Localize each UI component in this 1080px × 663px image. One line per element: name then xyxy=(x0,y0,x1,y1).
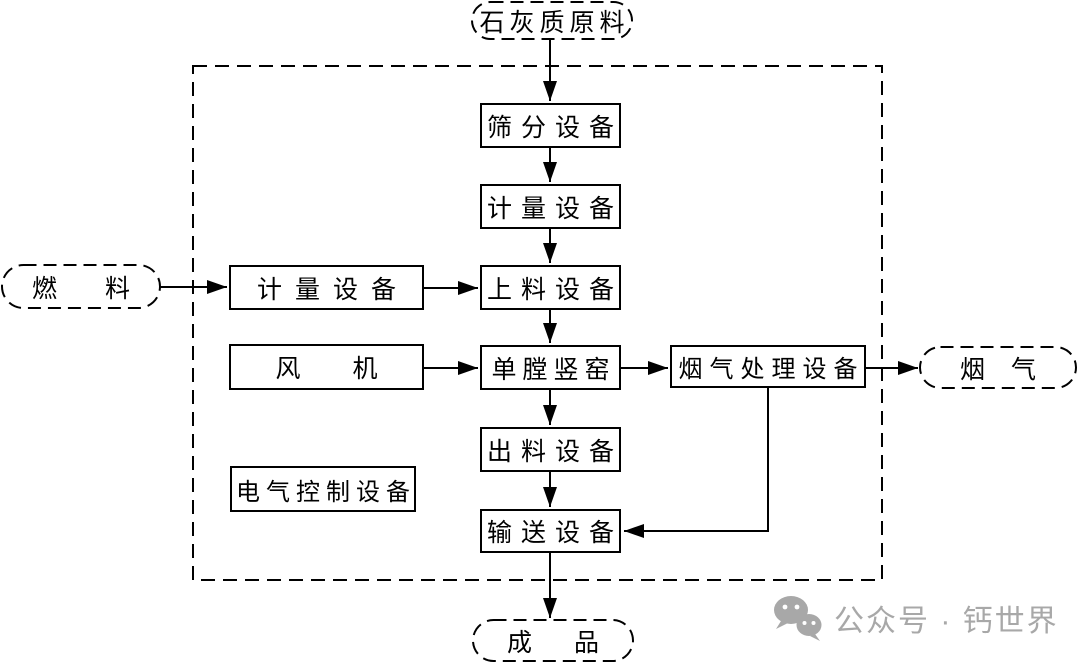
terminal-flue-gas: 烟气 xyxy=(959,354,1062,384)
wechat-icon xyxy=(774,596,822,641)
node-fan: 风机 xyxy=(229,344,424,390)
watermark-text: 公众号 · 钙世界 xyxy=(834,605,1059,638)
node-discharging-equipment: 出料设备 xyxy=(480,427,621,472)
watermark: 公众号 · 钙世界 xyxy=(772,595,1059,641)
node-metering-equipment-fuel: 计量设备 xyxy=(229,265,424,310)
terminal-fuel: 燃料 xyxy=(32,273,179,303)
node-screening-equipment: 筛分设备 xyxy=(480,103,621,148)
node-single-chamber-shaft-kiln: 单膛竖窑 xyxy=(480,345,621,390)
node-electric-control-equipment: 电气控制设备 xyxy=(230,466,416,512)
terminal-finished-product: 成品 xyxy=(507,627,642,657)
node-flue-gas-treatment-equipment: 烟气处理设备 xyxy=(670,345,866,388)
node-conveying-equipment: 输送设备 xyxy=(480,509,621,553)
arrow-treatment-to-conveying xyxy=(624,388,769,538)
node-metering-equipment-main: 计量设备 xyxy=(480,184,621,229)
node-feeding-equipment: 上料设备 xyxy=(480,265,621,310)
terminal-limestone-raw-material: 石灰质原料 xyxy=(479,7,630,37)
